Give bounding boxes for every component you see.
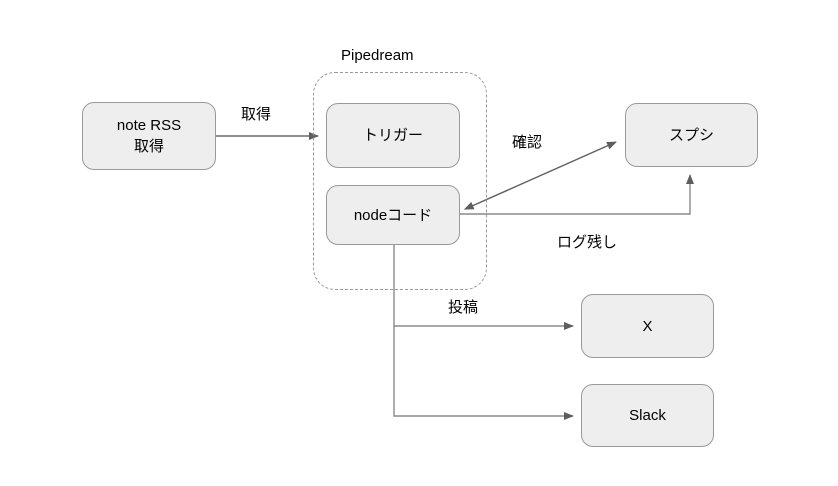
node-slack[interactable]: Slack	[581, 384, 714, 447]
edge-log-path	[460, 174, 694, 215]
edge-label-post: 投稿	[448, 299, 479, 316]
edge-post-slack-path	[393, 326, 574, 420]
node-trigger[interactable]: トリガー	[326, 103, 460, 168]
edge-label-confirm: 確認	[512, 134, 543, 151]
node-x-social[interactable]: X	[581, 294, 714, 358]
group-pipedream-label: Pipedream	[341, 47, 414, 64]
node-spreadsheet[interactable]: スプシ	[625, 103, 758, 167]
edge-confirm-path	[463, 141, 617, 210]
edge-label-fetch: 取得	[241, 106, 272, 123]
node-note-rss[interactable]: note RSS 取得	[82, 102, 216, 170]
edge-label-log: ログ残し	[557, 234, 618, 251]
node-node-code[interactable]: nodeコード	[326, 185, 460, 245]
